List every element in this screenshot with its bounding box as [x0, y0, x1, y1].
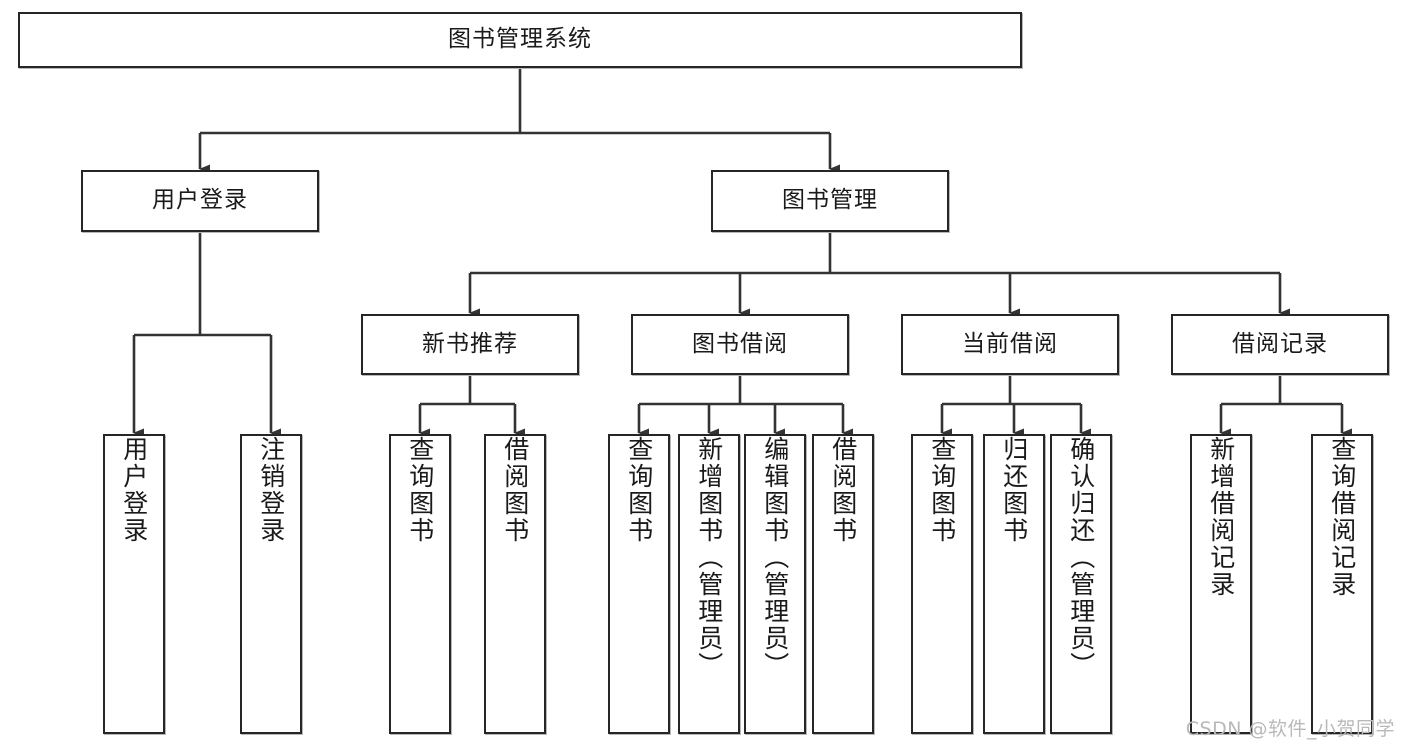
leaf-add-book-admin[interactable]: 新增图书（管理员） — [678, 434, 740, 734]
leaf-query-book-borrowing[interactable]: 查询图书 — [608, 434, 670, 734]
node-user-login[interactable]: 用户登录 — [81, 170, 319, 232]
node-book-borrowing[interactable]: 图书借阅 — [631, 314, 849, 375]
node-label: 图书借阅 — [692, 330, 788, 357]
leaf-confirm-return-admin[interactable]: 确认归还（管理员） — [1050, 434, 1112, 734]
leaf-return-book[interactable]: 归还图书 — [983, 434, 1045, 734]
leaf-edit-book-admin[interactable]: 编辑图书（管理员） — [744, 434, 806, 734]
node-label: 查询图书 — [405, 436, 435, 544]
leaf-query-book-current[interactable]: 查询图书 — [911, 434, 973, 734]
node-label: 查询借阅记录 — [1327, 436, 1357, 598]
node-label: 注销登录 — [256, 436, 286, 544]
node-borrowing-record[interactable]: 借阅记录 — [1171, 314, 1389, 375]
node-label: 借阅图书 — [828, 436, 858, 544]
leaf-borrow-book-recommendation[interactable]: 借阅图书 — [484, 434, 546, 734]
leaf-query-borrowing-record[interactable]: 查询借阅记录 — [1311, 434, 1373, 734]
node-new-book-recommendation[interactable]: 新书推荐 — [361, 314, 579, 375]
node-label: 确认归还（管理员） — [1066, 436, 1096, 679]
node-label: 图书管理 — [782, 187, 878, 214]
node-label: 借阅记录 — [1232, 330, 1328, 357]
node-label: 查询图书 — [927, 436, 957, 544]
node-label: 查询图书 — [624, 436, 654, 544]
leaf-query-book-recommendation[interactable]: 查询图书 — [389, 434, 451, 734]
node-root-book-management-system[interactable]: 图书管理系统 — [18, 12, 1022, 68]
leaf-add-borrowing-record[interactable]: 新增借阅记录 — [1190, 434, 1252, 734]
node-label: 图书管理系统 — [448, 26, 592, 53]
node-label: 新增借阅记录 — [1206, 436, 1236, 598]
leaf-logout[interactable]: 注销登录 — [240, 434, 302, 734]
node-label: 用户登录 — [119, 436, 149, 544]
node-label: 用户登录 — [152, 187, 248, 214]
node-label: 新书推荐 — [422, 330, 518, 357]
node-current-borrowing[interactable]: 当前借阅 — [901, 314, 1119, 375]
watermark-text: CSDN @软件_小贺同学 — [1185, 718, 1395, 740]
node-label: 归还图书 — [999, 436, 1029, 544]
node-label: 新增图书（管理员） — [694, 436, 724, 679]
node-book-management[interactable]: 图书管理 — [711, 170, 949, 232]
leaf-user-login[interactable]: 用户登录 — [103, 434, 165, 734]
node-label: 借阅图书 — [500, 436, 530, 544]
node-label: 编辑图书（管理员） — [760, 436, 790, 679]
leaf-borrow-book-borrowing[interactable]: 借阅图书 — [812, 434, 874, 734]
node-label: 当前借阅 — [962, 330, 1058, 357]
